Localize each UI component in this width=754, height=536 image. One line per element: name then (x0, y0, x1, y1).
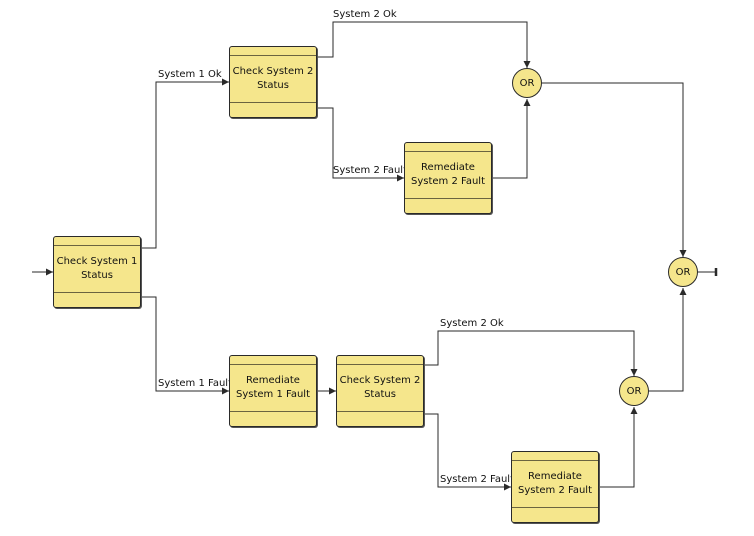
node-label: Check System 1 Status (56, 256, 138, 281)
edge-label-system2-fault-bottom: System 2 Fault (440, 474, 515, 485)
node-top-band (512, 452, 598, 461)
connector-sys2-ok-bottom (424, 330, 638, 376)
node-top-band (230, 47, 316, 56)
edge-label-system1-ok: System 1 Ok (158, 69, 222, 80)
node-remediate-system1-fault[interactable]: Remediate System 1 Fault (229, 355, 317, 427)
edge-label-system2-ok-bottom: System 2 Ok (440, 318, 504, 329)
connector-sys1-ok (142, 78, 229, 249)
node-bottom-band (230, 102, 316, 117)
edge-label-system2-fault-top: System 2 Fault (333, 165, 408, 176)
node-bottom-band (337, 411, 423, 426)
node-top-band (337, 356, 423, 365)
node-label: Remediate System 2 Fault (410, 162, 485, 187)
connector-remediate-bottom-to-or (600, 407, 638, 488)
node-remediate-system2-fault-top[interactable]: Remediate System 2 Fault (404, 142, 492, 214)
node-bottom-band (230, 411, 316, 426)
edge-label-system1-fault: System 1 Fault (158, 378, 233, 389)
or-gate-bottom[interactable]: OR (619, 376, 649, 406)
node-top-band (405, 143, 491, 152)
node-bottom-band (405, 198, 491, 213)
edge-label-system2-ok-top: System 2 Ok (333, 9, 397, 20)
connector-sys2-ok-top (317, 21, 531, 68)
node-label: Check System 2 Status (232, 66, 314, 91)
node-top-band (230, 356, 316, 365)
node-check-system1-status[interactable]: Check System 1 Status (53, 236, 141, 308)
node-label: Check System 2 Status (339, 375, 421, 400)
connector-sys1-fault (142, 296, 229, 395)
connector-or-bottom-to-final (649, 288, 687, 392)
node-label: Remediate System 1 Fault (235, 375, 310, 400)
node-bottom-band (54, 292, 140, 307)
connector-or-top-to-final (542, 82, 687, 257)
connector-sys2-fault-top (317, 107, 404, 182)
node-bottom-band (512, 507, 598, 522)
node-label: Remediate System 2 Fault (517, 471, 592, 496)
node-remediate-system2-fault-bottom[interactable]: Remediate System 2 Fault (511, 451, 599, 523)
node-check-system2-status-bottom[interactable]: Check System 2 Status (336, 355, 424, 427)
or-gate-final[interactable]: OR (668, 257, 698, 287)
or-gate-top[interactable]: OR (512, 68, 542, 98)
connector-remediate-top-to-or (493, 99, 531, 179)
node-top-band (54, 237, 140, 246)
node-check-system2-status-top[interactable]: Check System 2 Status (229, 46, 317, 118)
connector-sys2-fault-bottom (424, 413, 511, 491)
